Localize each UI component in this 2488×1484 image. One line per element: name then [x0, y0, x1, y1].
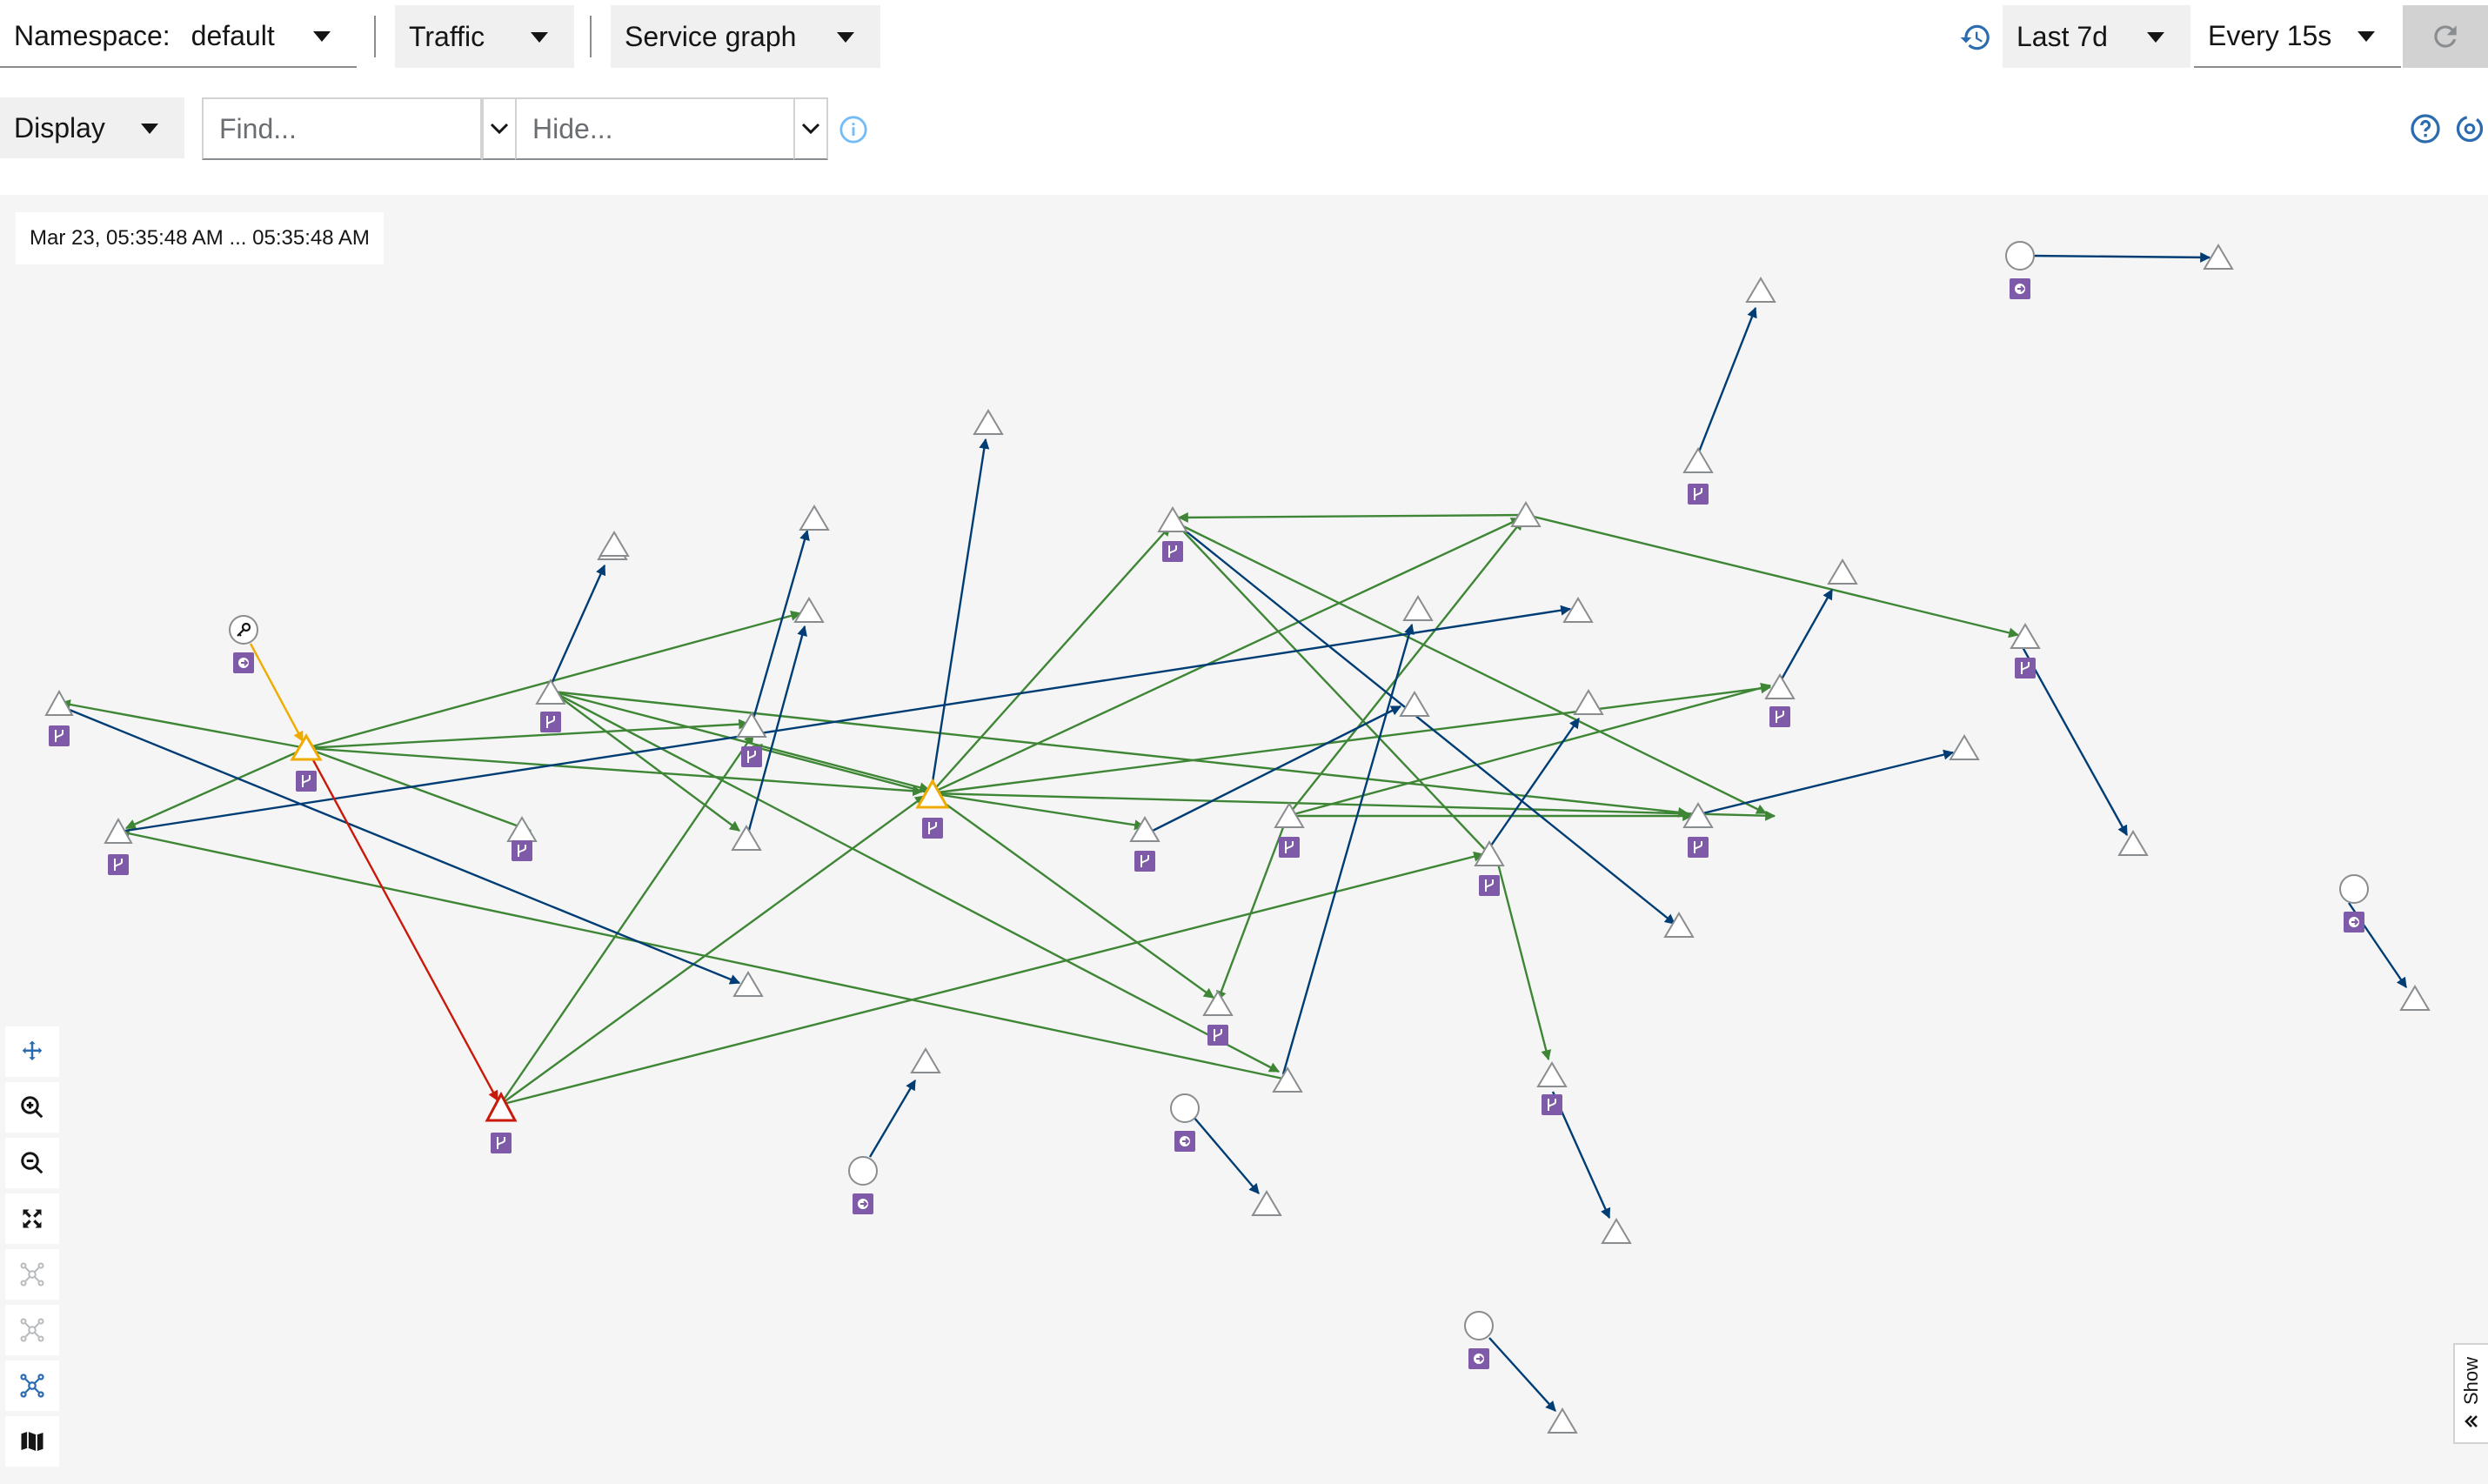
workload-node[interactable] — [1202, 990, 1234, 1046]
divider — [374, 16, 376, 57]
find-input-wrapper — [202, 97, 482, 160]
caret-down-icon — [141, 124, 158, 134]
service-node[interactable] — [732, 971, 764, 997]
workload-node[interactable] — [1764, 673, 1796, 728]
service-node[interactable] — [1272, 1066, 1303, 1093]
duration-label: Last 7d — [2016, 20, 2108, 52]
caret-down-icon — [313, 31, 331, 42]
pan-icon[interactable] — [5, 1026, 59, 1077]
layout-refresh-icon[interactable] — [2451, 110, 2488, 148]
service-entry-node[interactable] — [848, 1156, 878, 1215]
graph-controls — [5, 1026, 59, 1472]
hide-input[interactable] — [531, 111, 779, 146]
refresh-button[interactable] — [2403, 5, 2488, 68]
chevron-down-icon — [801, 123, 820, 135]
display-dropdown[interactable]: Display — [0, 97, 184, 158]
workload-node[interactable] — [290, 733, 323, 792]
service-node[interactable] — [1949, 734, 1980, 760]
refresh-interval-label: Every 15s — [2208, 19, 2332, 51]
service-node[interactable] — [1402, 595, 1434, 621]
service-node[interactable] — [1251, 1190, 1282, 1216]
legend-map-icon[interactable] — [5, 1416, 59, 1467]
service-node[interactable] — [1827, 558, 1858, 585]
history-icon[interactable] — [1956, 17, 1996, 57]
workload-node[interactable] — [44, 689, 74, 747]
timestamp-label: Mar 23, 05:35:48 AM ... 05:35:48 AM — [16, 212, 384, 264]
service-node[interactable] — [1399, 691, 1430, 717]
graph-type-label: Service graph — [625, 20, 797, 52]
service-node[interactable] — [2203, 244, 2234, 270]
workload-node[interactable] — [1536, 1061, 1568, 1116]
service-node[interactable] — [1573, 689, 1604, 715]
edges — [59, 251, 2407, 1412]
show-side-panel-button[interactable]: Show — [2453, 1343, 2488, 1444]
workload-node[interactable] — [506, 816, 538, 862]
service-entry-node[interactable] — [2339, 874, 2369, 933]
namespace-label: Namespace: — [14, 19, 171, 51]
service-node[interactable] — [1547, 1407, 1578, 1434]
workload-node[interactable] — [1474, 840, 1505, 897]
caret-down-icon — [837, 32, 854, 43]
refresh-icon — [2434, 25, 2457, 48]
service-node[interactable] — [793, 597, 825, 623]
caret-down-icon — [531, 32, 548, 43]
display-label: Display — [14, 111, 105, 144]
workload-node[interactable] — [915, 778, 950, 839]
double-chevron-left-icon — [2465, 1414, 2478, 1427]
graph-canvas[interactable] — [0, 195, 2488, 1484]
service-entry-node[interactable] — [1464, 1311, 1494, 1370]
duration-dropdown[interactable]: Last 7d — [2003, 5, 2190, 68]
service-node[interactable] — [1663, 912, 1695, 938]
refresh-interval-dropdown[interactable]: Every 15s — [2194, 5, 2401, 68]
fit-icon[interactable] — [5, 1193, 59, 1244]
service-node[interactable] — [799, 505, 830, 531]
info-icon[interactable] — [835, 111, 872, 148]
layout-3-icon[interactable] — [5, 1360, 59, 1411]
namespace-value: default — [191, 19, 275, 51]
zoom-out-icon[interactable] — [5, 1138, 59, 1188]
show-label: Show — [2460, 1357, 2482, 1406]
divider — [590, 16, 592, 57]
service-node[interactable] — [2117, 830, 2149, 856]
service-entry-node[interactable] — [2005, 241, 2035, 300]
service-node[interactable] — [1601, 1218, 1632, 1244]
traffic-label: Traffic — [409, 20, 485, 52]
hide-options-toggle[interactable] — [793, 97, 828, 160]
workload-node[interactable] — [1129, 816, 1160, 872]
secondary-toolbar: Display — [0, 90, 2488, 164]
service-node[interactable] — [1745, 277, 1776, 303]
nodes[interactable] — [44, 241, 2431, 1434]
layout-1-icon[interactable] — [5, 1249, 59, 1300]
service-node[interactable] — [1510, 501, 1542, 527]
workload-node[interactable] — [736, 712, 767, 768]
layout-2-icon[interactable] — [5, 1305, 59, 1355]
namespace-dropdown[interactable]: Namespace: default — [0, 5, 357, 68]
service-node[interactable] — [2399, 985, 2431, 1011]
key-icon — [237, 622, 251, 637]
top-toolbar: Namespace: default Traffic Service graph… — [0, 0, 2488, 78]
help-icon[interactable] — [2406, 110, 2445, 148]
workload-node[interactable] — [535, 678, 566, 733]
service-entry-node[interactable] — [1170, 1093, 1200, 1153]
graph-type-dropdown[interactable]: Service graph — [611, 5, 880, 68]
service-node[interactable] — [910, 1047, 941, 1073]
workload-node[interactable] — [1682, 447, 1714, 505]
workload-node[interactable] — [1157, 506, 1188, 563]
service-node[interactable] — [731, 825, 762, 851]
caret-down-icon — [2147, 32, 2164, 43]
find-input[interactable] — [217, 111, 466, 146]
workload-node[interactable] — [485, 1091, 518, 1154]
workload-node[interactable] — [104, 817, 133, 876]
caret-down-icon — [2358, 31, 2375, 42]
workload-node[interactable] — [1682, 802, 1714, 859]
chevron-down-icon — [490, 123, 509, 135]
workload-node[interactable] — [1274, 802, 1305, 859]
workload-node[interactable] — [2010, 623, 2041, 679]
zoom-in-icon[interactable] — [5, 1082, 59, 1133]
service-node[interactable] — [1562, 597, 1594, 623]
traffic-dropdown[interactable]: Traffic — [395, 5, 574, 68]
service-node[interactable] — [973, 409, 1004, 435]
service-node[interactable] — [599, 531, 630, 557]
